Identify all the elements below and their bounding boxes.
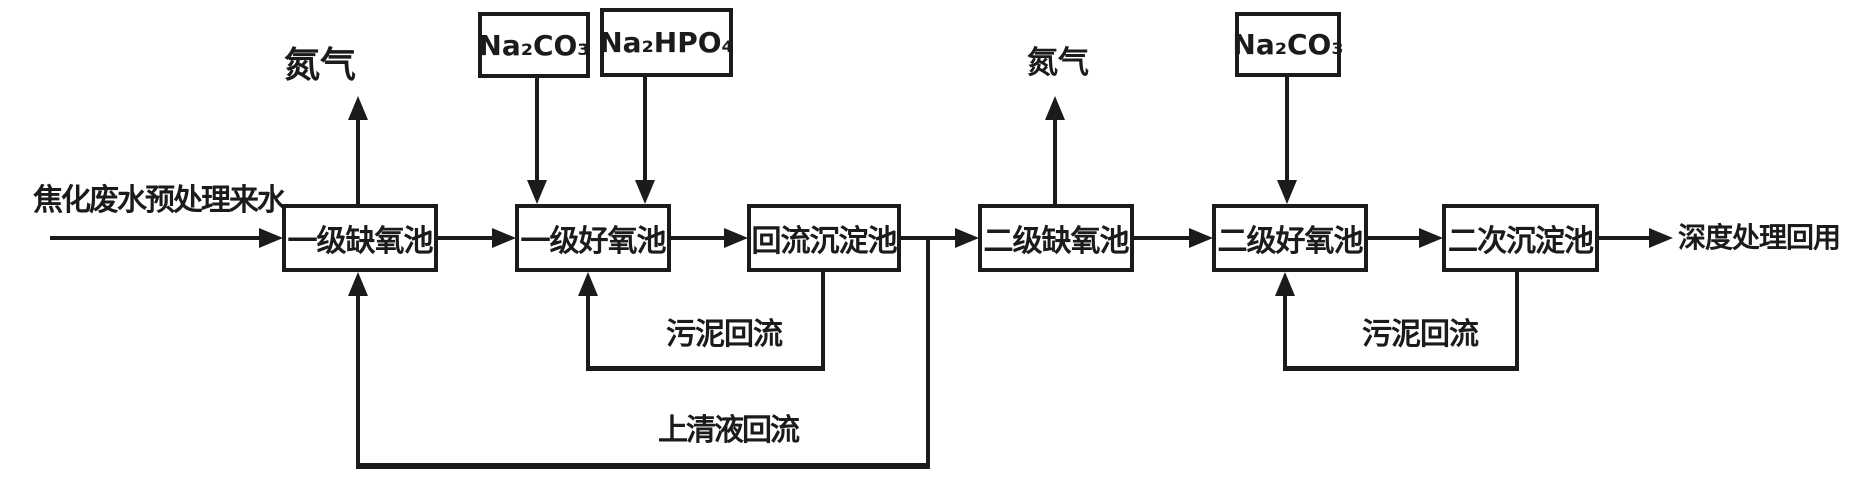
arrow-sludge-return-2 <box>1275 272 1295 296</box>
box-secondary-aerobic-tank: 二级好氧池 <box>1212 204 1368 272</box>
line-sludge-return-1-bottom <box>586 366 825 371</box>
chem-box-na2co3-2: Na₂CO₃ <box>1232 12 1344 77</box>
line-na2hpo4-feed <box>643 77 647 182</box>
line-nitrogen-vent-2 <box>1053 118 1057 204</box>
arrow-nitrogen-vent-1 <box>348 96 368 120</box>
line-sludge-return-1-rise <box>586 294 590 371</box>
arrow-anoxic2-to-aerobic2 <box>1189 228 1213 248</box>
arrow-influent <box>259 228 283 248</box>
line-anoxic1-to-aerobic1 <box>437 236 493 240</box>
line-aerobic1-to-sedtank1 <box>670 236 725 240</box>
arrow-na2co3-2-feed <box>1277 180 1297 204</box>
line-na2co3-1-feed <box>535 78 539 182</box>
arrow-nitrogen-vent-2 <box>1045 96 1065 120</box>
arrow-na2hpo4-feed <box>635 180 655 204</box>
box-secondary-anoxic-tank: 二级缺氧池 <box>978 204 1134 272</box>
box-return-sedimentation-tank: 回流沉淀池 <box>747 204 901 272</box>
label-effluent-reuse: 深度处理回用 <box>1678 221 1841 254</box>
line-sludge-return-1-drop <box>821 270 825 371</box>
line-supernatant-return-bottom <box>356 463 930 469</box>
line-na2co3-2-feed <box>1285 77 1289 182</box>
box-primary-aerobic-tank: 一级好氧池 <box>515 204 671 272</box>
arrow-na2co3-1-feed <box>527 180 547 204</box>
chem-box-na2co3-1: Na₂CO₃ <box>478 12 590 78</box>
arrow-aerobic2-to-sedtank2 <box>1419 228 1443 248</box>
arrow-effluent <box>1649 228 1673 248</box>
line-nitrogen-vent-1 <box>356 118 360 204</box>
box-primary-anoxic-tank: 一级缺氧池 <box>282 204 438 272</box>
line-sludge-return-2-bottom <box>1283 366 1519 371</box>
label-supernatant-return: 上清液回流 <box>658 413 800 448</box>
line-anoxic2-to-aerobic2 <box>1133 236 1190 240</box>
label-nitrogen-gas-2: 氮气 <box>1027 45 1089 81</box>
label-sludge-return-2: 污泥回流 <box>1362 317 1479 352</box>
box-secondary-sedimentation-tank: 二次沉淀池 <box>1442 204 1599 272</box>
line-sludge-return-2-drop <box>1515 270 1519 371</box>
label-source-water: 焦化废水预处理来水 <box>33 183 287 218</box>
chem-box-na2hpo4: Na₂HPO₄ <box>599 8 734 77</box>
line-supernatant-return-rise <box>356 294 360 468</box>
arrow-sludge-return-1 <box>578 272 598 296</box>
line-supernatant-return-drop <box>926 236 930 469</box>
line-aerobic2-to-sedtank2 <box>1367 236 1420 240</box>
arrow-supernatant-return <box>348 272 368 296</box>
arrow-aerobic1-to-sedtank1 <box>724 228 748 248</box>
line-effluent <box>1598 236 1650 240</box>
line-sludge-return-2-rise <box>1283 294 1287 371</box>
label-nitrogen-gas-1: 氮气 <box>284 45 357 86</box>
arrow-anoxic1-to-aerobic1 <box>492 228 516 248</box>
label-sludge-return-1: 污泥回流 <box>666 317 783 352</box>
arrow-sedtank1-to-anoxic2 <box>955 228 979 248</box>
line-influent <box>50 236 260 240</box>
